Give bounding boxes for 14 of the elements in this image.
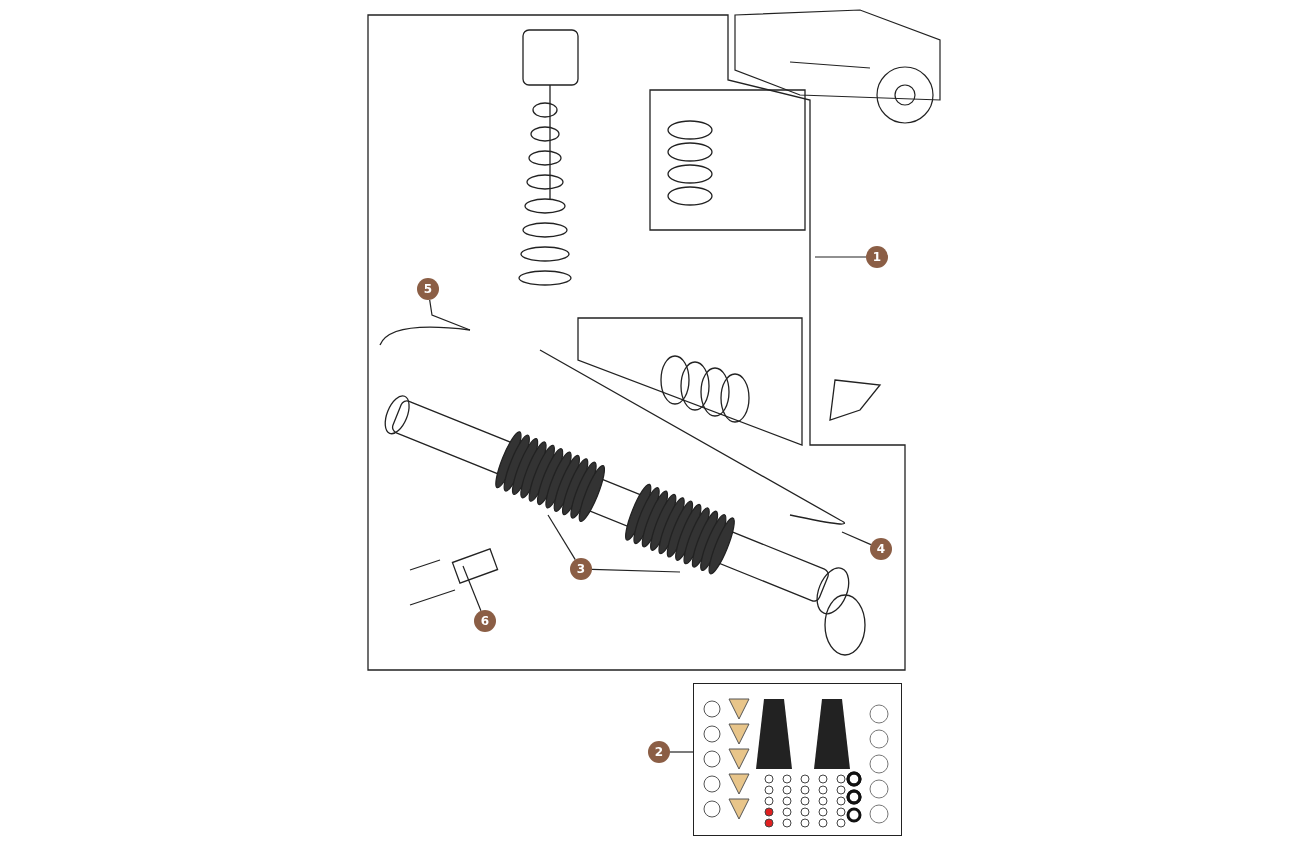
leader-line: [814, 256, 867, 258]
callout-number: 5: [417, 278, 439, 300]
callout-number: 2: [648, 741, 670, 763]
leader-line: [462, 565, 482, 612]
repair-kit-drawing: [693, 683, 902, 836]
callout-number: 6: [474, 610, 496, 632]
leader-line: [841, 531, 872, 546]
callout-number: 1: [866, 246, 888, 268]
callout-number: 3: [570, 558, 592, 580]
leader-line: [591, 568, 681, 573]
leader-line: [429, 299, 471, 331]
callout-number: 4: [870, 538, 892, 560]
leader-line: [669, 751, 694, 753]
leader-line: [547, 514, 576, 561]
